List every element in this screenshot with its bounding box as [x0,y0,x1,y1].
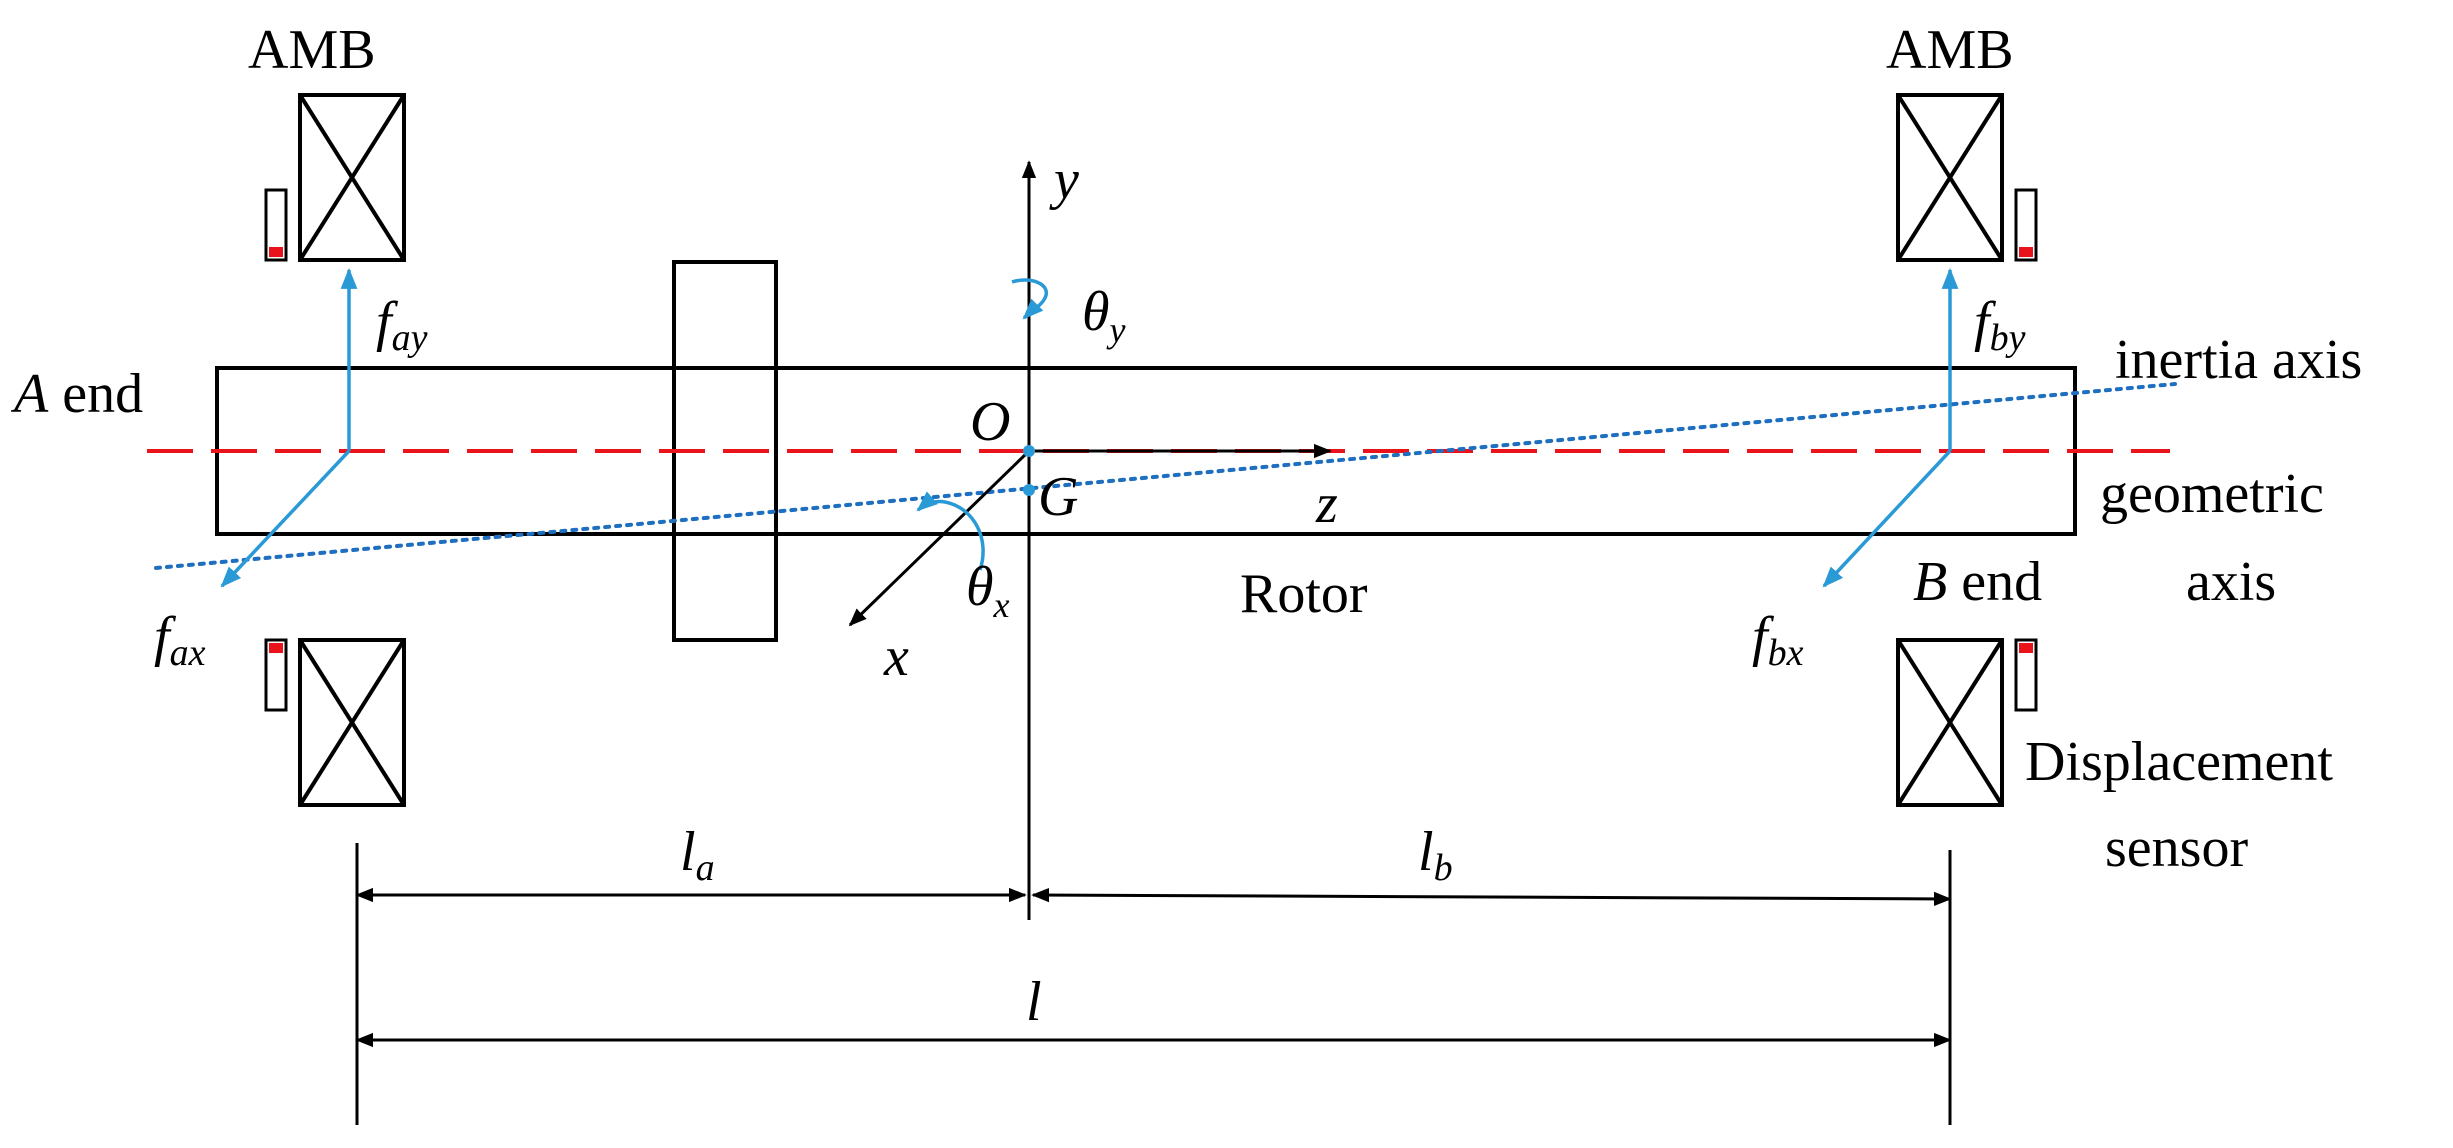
dim-l-label: l [1026,971,1042,1033]
rotor-label: Rotor [1240,563,1368,625]
sensor-label-line1: Displacement [2025,731,2333,793]
a-end-label: A end [10,363,143,425]
z-axis-label: z [1315,473,1338,535]
amb-label-left: AMB [248,19,376,81]
force-by-label: fby [1974,291,2026,359]
dim-lb-line [1031,887,1952,907]
mass-center-label: G [1038,466,1078,528]
sensor-label-line2: sensor [2105,817,2248,879]
y-axis-label: y [1049,149,1079,211]
sensor-top-right [2014,188,2038,262]
origin-point [1023,445,1035,457]
dim-lb-label: lb [1418,821,1453,889]
amb-label-right: AMB [1886,19,2014,81]
theta-x-rotation-arrow [916,491,985,571]
sensor-top-left [264,188,288,262]
x-axis-line [848,449,1031,627]
amb-top-left [298,93,406,262]
inertia-axis-line [154,382,2177,570]
sensor-bottom-left [264,638,288,712]
theta-x-label: θx [966,556,1010,625]
b-end-label: B end [1913,551,2042,613]
mass-center-point [1023,484,1035,496]
force-ax-label: fax [154,606,206,674]
amb-bottom-left [298,638,406,807]
amb-bottom-right [1896,638,2004,807]
force-ax-arrow [220,449,351,588]
sensor-bottom-right [2014,638,2038,712]
amb-top-right [1896,93,2004,262]
theta-y-rotation-arrow [1011,278,1049,320]
force-bx-label: fbx [1752,606,1804,674]
force-ay-label: fay [376,291,428,359]
force-bx-arrow [1822,449,1952,588]
geometric-axis-label-line2: axis [2186,551,2276,613]
geometric-axis-label-line1: geometric [2100,463,2324,525]
x-axis-label: x [883,626,909,688]
inertia-axis-label: inertia axis [2115,329,2362,391]
theta-y-label: θy [1082,281,1126,350]
origin-label: O [970,391,1010,453]
dim-la-label: la [680,821,715,889]
